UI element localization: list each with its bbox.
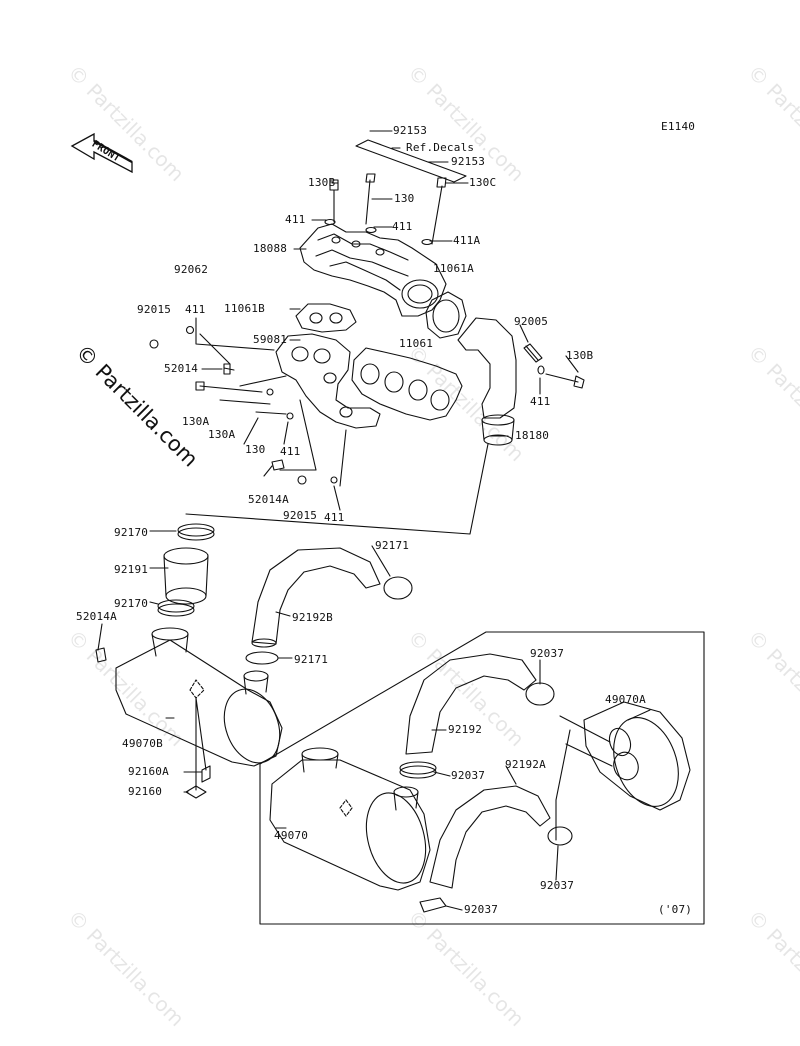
part-label: 11061 [399,337,434,350]
part-label: 130 [394,192,415,205]
part-label: 411 [392,220,413,233]
stud-92005 [523,343,543,363]
washer-411 [330,476,338,484]
bolt-130 [255,411,287,415]
part-label: 92153 [451,155,486,168]
washer-411 [537,365,545,375]
clamp-92170 [157,603,195,617]
gasket-11061 [351,347,463,421]
plug-52014A [95,647,107,663]
part-label: 92015 [137,303,172,316]
part-label: 18180 [515,429,550,442]
part-label: 92170 [114,597,149,610]
hose-92192 [405,653,537,755]
plug-52014 [223,363,235,375]
sleeve-92191 [163,555,209,597]
bolt-130A [219,399,271,405]
clamp-92037 [547,826,573,846]
muffler-49070A [583,701,691,811]
part-label: 411A [453,234,481,247]
part-label: 92191 [114,563,149,576]
washer-411 [365,226,377,234]
cap-92015 [149,339,159,349]
part-label: 130 [245,443,266,456]
ref-decals-label: Ref.Decals [406,141,475,154]
part-label: 92037 [464,903,499,916]
bolt-130A [195,381,263,393]
part-label: 92192A [505,758,546,771]
muffler-49070B [115,639,283,767]
part-label: 92037 [530,647,565,660]
part-label: 411 [185,303,206,316]
part-label: 49070B [122,737,163,750]
part-label: 49070A [605,693,646,706]
front-direction-arrow [70,132,133,174]
part-label: 92192 [448,723,483,736]
part-label: 49070 [274,829,309,842]
diagram-code: E1140 [661,120,696,133]
muffler-49070 [269,759,431,891]
part-label: 92062 [174,263,209,276]
part-label: 130A [208,428,236,441]
part-label: 52014A [248,493,289,506]
washer-411 [266,388,274,396]
label-92160A [201,765,211,783]
part-label: 11061B [224,302,265,315]
part-label: 92171 [375,539,410,552]
part-label: 92005 [514,315,549,328]
part-label: 92015 [283,509,318,522]
part-label: 411 [530,395,551,408]
clamp-92037 [419,897,447,913]
clamp-92171 [245,651,279,665]
part-label: 130B [566,349,594,362]
part-label: 92192B [292,611,333,624]
washer-411A [421,238,433,246]
part-label: 92170 [114,526,149,539]
bolt-130C [431,177,447,245]
manifold-59081 [275,333,381,429]
label-92160 [185,785,207,799]
year-note: ('07) [658,903,693,916]
exhaust-pipe-18180 [457,317,517,419]
part-label: 92160 [128,785,163,798]
part-label: 92037 [451,769,486,782]
bolt-130B [545,373,585,389]
decal-strip [355,139,467,183]
part-label: 92171 [294,653,329,666]
part-label: 11061A [433,262,474,275]
part-label: 411 [324,511,345,524]
hose-92192B [251,547,381,645]
part-label: 92153 [393,124,428,137]
part-label: 18088 [253,242,288,255]
part-label: 59081 [253,333,288,346]
plug-52014A [271,459,285,471]
cap-92015 [297,475,307,485]
washer-411 [286,412,294,420]
part-label: 130B [308,176,336,189]
part-label: 130A [182,415,210,428]
part-label: 130C [469,176,497,189]
bolt-130 [365,173,376,225]
bolt-130B [329,179,339,223]
gasket-11061A [425,291,467,339]
part-label: 52014A [76,610,117,623]
part-label: 411 [285,213,306,226]
clamp-92171 [383,576,413,600]
part-label: 411 [280,445,301,458]
part-label: 52014 [164,362,199,375]
part-label: 92160A [128,765,169,778]
part-label: 92037 [540,879,575,892]
washer-411 [185,325,195,335]
clamp-92037 [525,682,555,706]
hose-92192A [429,785,551,889]
gasket-11061B [295,303,357,333]
year-2007-inset-box [259,631,705,925]
clamp-92170 [177,527,215,541]
